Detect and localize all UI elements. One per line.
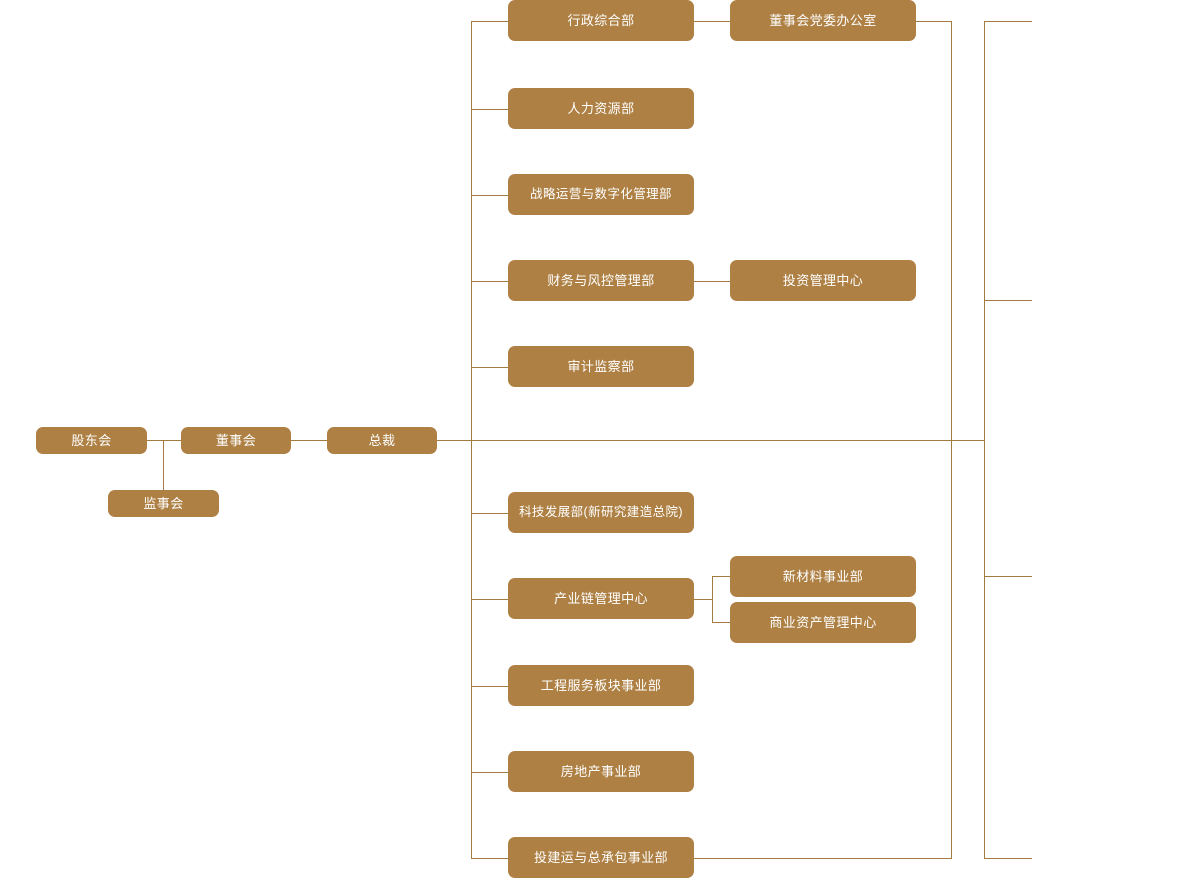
node-strategy-digital-department-label: 战略运营与数字化管理部 (530, 187, 672, 201)
node-engineering-services-division-label: 工程服务板块事业部 (540, 677, 662, 693)
connector-stub-hr (471, 109, 508, 110)
node-commercial-assets-management-center-label: 商业资产管理中心 (769, 614, 877, 630)
connector-stub-investbuild (471, 858, 508, 859)
node-shareholders-label: 股东会 (71, 432, 112, 448)
node-finance-risk-department[interactable]: 财务与风控管理部 (508, 260, 694, 301)
node-new-materials-division[interactable]: 新材料事业部 (730, 556, 916, 597)
node-supply-chain-management-center-label: 产业链管理中心 (554, 590, 648, 606)
node-administration-department[interactable]: 行政综合部 (508, 0, 694, 41)
connector-admin-to-party-office (694, 21, 730, 22)
connector-main-spine-upper (471, 21, 472, 441)
connector-president-to-spine (437, 440, 984, 441)
node-engineering-services-division[interactable]: 工程服务板块事业部 (508, 665, 694, 706)
node-audit-supervision-department[interactable]: 审计监察部 (508, 346, 694, 387)
node-investment-management-center[interactable]: 投资管理中心 (730, 260, 916, 301)
connector-stub-audit (471, 367, 508, 368)
node-board-of-supervisors-label: 监事会 (143, 495, 184, 511)
connector-supplychain-bracket (712, 576, 713, 623)
connector-supervisors-drop (163, 440, 164, 490)
connector-stub-admin (471, 21, 508, 22)
node-tech-development-department[interactable]: 科技发展部(新研究建造总院) (508, 492, 694, 533)
connector-outer-bracket-mid-lower (984, 576, 1032, 577)
connector-inner-bracket-bottom (694, 858, 952, 859)
connector-to-new-materials (712, 576, 730, 577)
connector-inner-bracket-vertical (951, 21, 952, 858)
connector-outer-bracket-bottom (984, 858, 1032, 859)
node-real-estate-division[interactable]: 房地产事业部 (508, 751, 694, 792)
connector-outer-bracket-top (984, 21, 1032, 22)
connector-stub-finance (471, 281, 508, 282)
node-human-resources-department-label: 人力资源部 (567, 100, 635, 116)
connector-stub-engineering (471, 686, 508, 687)
node-commercial-assets-management-center[interactable]: 商业资产管理中心 (730, 602, 916, 643)
node-board-of-supervisors[interactable]: 监事会 (108, 490, 219, 517)
node-board-of-directors[interactable]: 董事会 (181, 427, 291, 454)
connector-stub-supplychain (471, 599, 508, 600)
node-shareholders[interactable]: 股东会 (36, 427, 147, 454)
connector-stub-realestate (471, 772, 508, 773)
node-administration-department-label: 行政综合部 (567, 12, 635, 28)
node-new-materials-division-label: 新材料事业部 (782, 568, 864, 584)
connector-stub-tech (471, 513, 508, 514)
node-invest-build-operate-division-label: 投建运与总承包事业部 (533, 849, 668, 865)
connector-outer-bracket-vertical (984, 21, 985, 858)
connector-supplychain-out (694, 599, 712, 600)
node-supply-chain-management-center[interactable]: 产业链管理中心 (508, 578, 694, 619)
node-finance-risk-department-label: 财务与风控管理部 (547, 272, 655, 288)
connector-finance-to-investment (694, 281, 730, 282)
connector-board-to-president (291, 440, 327, 441)
node-president-label: 总裁 (368, 432, 396, 448)
connector-to-commercial-assets (712, 622, 730, 623)
node-board-party-committee-office-label: 董事会党委办公室 (769, 12, 877, 28)
connector-party-office-right (916, 21, 952, 22)
connector-shareholders-to-board (147, 440, 181, 441)
node-invest-build-operate-division[interactable]: 投建运与总承包事业部 (508, 837, 694, 878)
connector-stub-strategy (471, 195, 508, 196)
node-strategy-digital-department[interactable]: 战略运营与数字化管理部 (508, 174, 694, 215)
node-real-estate-division-label: 房地产事业部 (560, 763, 642, 779)
connector-main-spine-lower (471, 440, 472, 859)
connector-outer-bracket-mid-upper (984, 300, 1032, 301)
node-audit-supervision-department-label: 审计监察部 (567, 358, 635, 374)
node-tech-development-department-label: 科技发展部(新研究建造总院) (519, 505, 683, 519)
node-investment-management-center-label: 投资管理中心 (782, 272, 864, 288)
node-board-of-directors-label: 董事会 (215, 432, 257, 448)
node-president[interactable]: 总裁 (327, 427, 437, 454)
node-board-party-committee-office[interactable]: 董事会党委办公室 (730, 0, 916, 41)
node-human-resources-department[interactable]: 人力资源部 (508, 88, 694, 129)
